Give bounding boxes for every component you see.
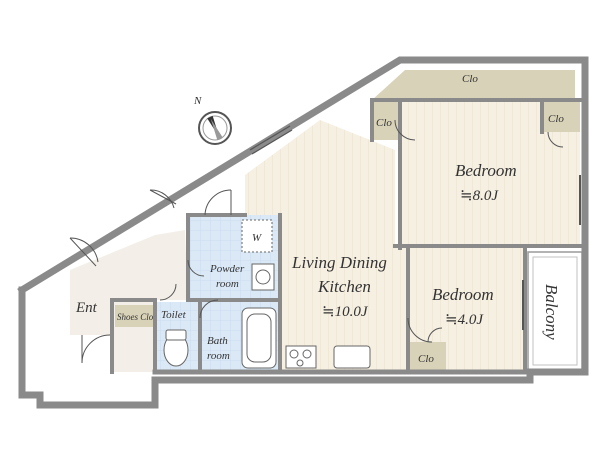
washer-box: [241, 219, 273, 253]
walls: [17, 56, 589, 409]
powder-room-line1: Powder: [209, 263, 245, 275]
closet-right: [542, 102, 580, 132]
balcony-name: Balcony: [542, 284, 561, 340]
bath-line1: Bath: [207, 335, 228, 347]
ldk-name-line1: Living Dining: [291, 253, 387, 272]
fixtures: [163, 219, 371, 369]
compass-icon: [198, 111, 232, 145]
ldk-floor: [245, 120, 408, 372]
ldk-name-line2: Kitchen: [317, 277, 371, 296]
entrance-label: Ent: [75, 300, 98, 316]
washer-label: W: [252, 232, 262, 244]
shoes-closet: [115, 305, 153, 327]
closet-small-bedroom: [410, 342, 446, 372]
ldk-size: ≒10.0J: [322, 304, 369, 320]
closet-top: [372, 70, 575, 100]
windows: [249, 125, 581, 330]
toilet-label: Toilet: [161, 309, 187, 321]
bedroom-small-name: Bedroom: [432, 285, 494, 304]
doors: [69, 119, 564, 364]
shoes-closet-label: Shoes Clo: [117, 312, 154, 322]
closet-small-bedroom-label: Clo: [418, 353, 434, 365]
bath-line2: room: [207, 350, 230, 362]
closet-top-label: Clo: [462, 73, 478, 85]
powder-room-line2: room: [216, 278, 239, 290]
kitchen-sink: [333, 345, 371, 369]
bedroom-main-name: Bedroom: [455, 161, 517, 180]
bedroom-small-size: ≒4.0J: [445, 312, 484, 328]
closet-right-label: Clo: [548, 113, 564, 125]
bedroom-main-size: ≒8.0J: [460, 188, 499, 204]
compass-north-label: N: [193, 95, 202, 107]
closet-left-label: Clo: [376, 117, 392, 129]
